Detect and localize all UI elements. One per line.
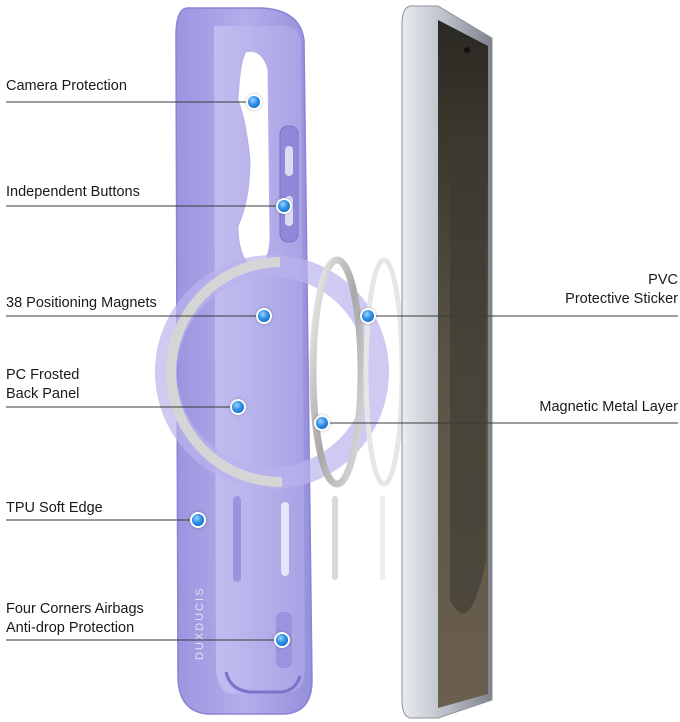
magnetic-metal-layer-marker — [316, 417, 328, 429]
pvc-line2: Protective Sticker — [565, 291, 678, 307]
tpu-soft-edge-marker — [192, 514, 204, 526]
independent-buttons-marker — [278, 200, 290, 212]
magnetic-metal-ring — [309, 256, 365, 580]
positioning-magnets-marker — [258, 310, 270, 322]
svg-text:DUXDUCIS: DUXDUCIS — [194, 587, 206, 660]
phone-case: DUXDUCIS — [155, 7, 389, 715]
pc-frosted-marker — [232, 401, 244, 413]
positioning-magnets-label: 38 Positioning Magnets — [6, 295, 157, 311]
independent-buttons-label: Independent Buttons — [6, 184, 140, 200]
pvc-sticker-marker — [362, 310, 374, 322]
pc-frosted-line2: Back Panel — [6, 386, 80, 402]
four-corners-label: Four Corners Airbags Anti-drop Protectio… — [6, 600, 144, 638]
camera-protection-label: Camera Protection — [6, 78, 127, 94]
pvc-line1: PVC — [648, 272, 678, 288]
camera-protection-marker — [248, 96, 260, 108]
smartphone — [401, 5, 493, 719]
four-corners-line2: Anti-drop Protection — [6, 620, 135, 636]
four-corners-marker — [276, 634, 288, 646]
magnetic-metal-layer-label: Magnetic Metal Layer — [539, 399, 678, 415]
pc-frosted-line1: PC Frosted — [6, 367, 80, 383]
pvc-sticker-label: PVC Protective Sticker — [565, 271, 678, 309]
tpu-soft-edge-label: TPU Soft Edge — [6, 500, 103, 516]
pc-frosted-label: PC Frosted Back Panel — [6, 366, 79, 404]
four-corners-line1: Four Corners Airbags — [6, 601, 144, 617]
